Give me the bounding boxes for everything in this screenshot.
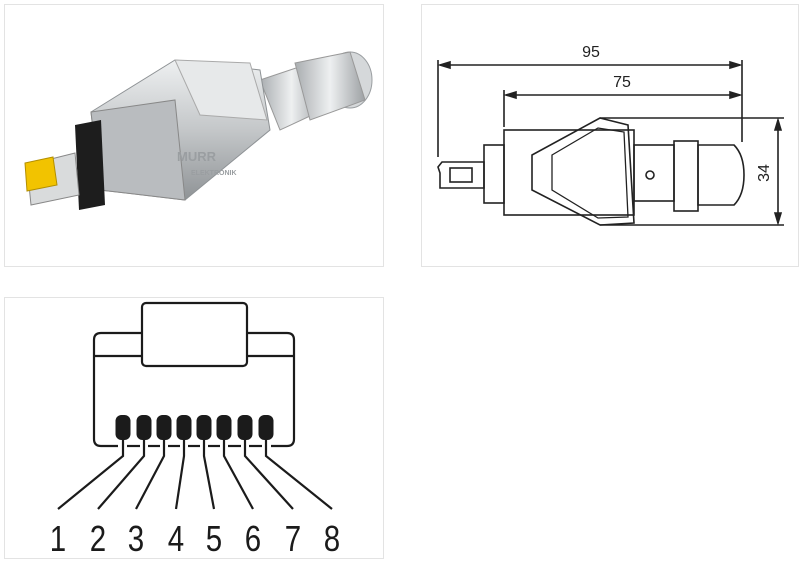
pin-number-label: 4 [168, 518, 184, 558]
dimension-drawing: 95 75 34 [437, 44, 784, 226]
pin-lead-6 [222, 440, 254, 510]
pin-contact-2 [136, 415, 152, 440]
product-photo-panel: MURR ELEKTRONIK [4, 4, 384, 267]
brand-logo-subtext: ELEKTRONIK [191, 170, 237, 177]
pin-lead-1 [57, 440, 125, 510]
svg-text:34: 34 [756, 164, 773, 182]
dimension-34: 34 [600, 117, 784, 226]
pin-contact-7 [237, 415, 253, 440]
svg-text:95: 95 [582, 44, 600, 61]
cable-gland [259, 51, 373, 131]
dimension-95: 95 [437, 44, 743, 70]
pin-lead-2 [97, 440, 146, 510]
pin-number-label: 7 [285, 518, 301, 558]
pin-lead-4 [174, 440, 186, 510]
pin-contact-8 [258, 415, 274, 440]
dimension-75: 75 [503, 74, 743, 100]
black-insert [75, 120, 105, 210]
pin-number-label: 1 [50, 518, 66, 558]
rj45-plug [24, 152, 80, 206]
pin-contact-1 [115, 415, 131, 440]
pin-contact-5 [196, 415, 212, 440]
brand-logo-text: MURR [177, 149, 217, 164]
pin-lead-5 [202, 440, 216, 510]
connector-photo: MURR ELEKTRONIK [24, 51, 373, 210]
pin-contact-3 [156, 415, 172, 440]
pin-number-label: 6 [245, 518, 261, 558]
pin-lead-3 [135, 440, 166, 510]
svg-text:75: 75 [613, 74, 631, 91]
pin-lead-7 [243, 440, 294, 510]
pin-contact-6 [216, 415, 232, 440]
pin-number-label: 3 [128, 518, 144, 558]
dimension-drawing-panel: 95 75 34 [421, 4, 799, 267]
latch-tab [140, 301, 249, 368]
pin-number-label: 5 [206, 518, 222, 558]
plug-body-outline [92, 331, 296, 448]
pin-lead-8 [264, 440, 333, 510]
housing: MURR ELEKTRONIK [90, 59, 271, 201]
pin-number-label: 2 [90, 518, 106, 558]
pin-number-label: 8 [324, 518, 340, 558]
pin-contact-4 [176, 415, 192, 440]
connector-outline [437, 117, 745, 226]
